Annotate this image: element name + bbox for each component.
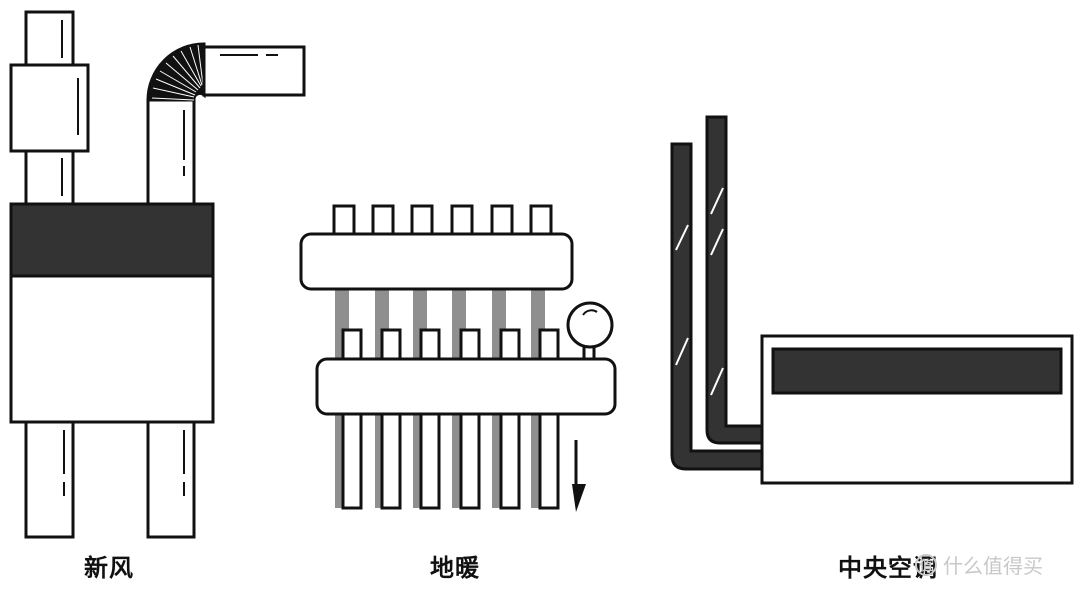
floor-heating-top-valves xyxy=(332,204,553,238)
watermark-text: 什么值得买 xyxy=(943,554,1043,578)
site-watermark: 值 什么值得买 xyxy=(915,550,1043,579)
floor-heating-outlet-pipes xyxy=(341,412,560,510)
floor-heating-drain-arrow-icon xyxy=(572,440,586,512)
fresh-air-unit xyxy=(9,10,306,539)
fresh-air-dark-band xyxy=(9,202,215,278)
central-ac-vent-panel xyxy=(771,347,1063,395)
central-ac-inner-pipe xyxy=(705,115,764,445)
central-ac-unit xyxy=(670,115,1074,485)
central-ac-outer-pipe xyxy=(670,142,764,471)
floor-heating-pressure-gauge xyxy=(566,301,614,362)
fresh-air-label: 新风 xyxy=(84,554,134,582)
floor-heating-lower-manifold xyxy=(315,357,617,416)
floor-heating-upper-manifold xyxy=(299,232,574,291)
watermark-logo-icon: 值 xyxy=(915,553,937,576)
fresh-air-vertical-pipe xyxy=(146,98,196,206)
floor-heating-manifold xyxy=(299,204,617,512)
fresh-air-bottom-right-pipe xyxy=(146,420,196,539)
fresh-air-bottom-left-pipe xyxy=(24,420,75,539)
floor-heating-label: 地暖 xyxy=(430,554,480,582)
fresh-air-filter-box xyxy=(9,63,90,153)
